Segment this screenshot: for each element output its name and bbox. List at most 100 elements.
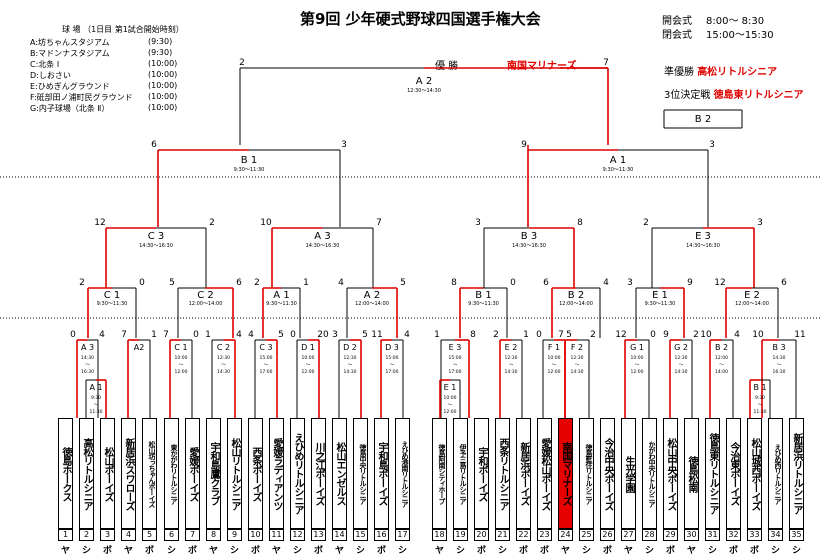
game-code: C 1 (174, 343, 187, 352)
team-category: ボ (665, 546, 675, 556)
score: 4 (99, 330, 105, 340)
team-name: 松山中央ボーイズ (663, 418, 678, 529)
team-name: 今治東ボーイズ (726, 418, 741, 529)
game-time: 12:30 (344, 355, 357, 361)
team-category: ヤ (208, 546, 218, 556)
score: 0 (536, 330, 542, 340)
game-code: A2 (134, 343, 145, 352)
champion-team: 南国マリナーズ (507, 61, 577, 72)
team-name: 松山リトルシニア (227, 418, 242, 529)
venue-item: D:しおさい(10:00) (30, 70, 177, 81)
venue-time: (10:00) (148, 81, 178, 90)
game-time: ～ (509, 363, 514, 368)
game-time: ～ (221, 363, 226, 368)
team-category: ボ (250, 546, 260, 556)
team-number: 11 (269, 529, 284, 541)
team-category: シ (707, 546, 717, 556)
team-category: ボ (187, 546, 197, 556)
score: 3 (709, 140, 715, 150)
team-name: 西条リトルシニア (495, 418, 510, 529)
game-code: A 1 (610, 155, 626, 166)
team-number: 7 (185, 529, 200, 541)
score: 6 (781, 278, 787, 288)
venue-time: (10:00) (148, 92, 178, 101)
game-time: 12:00 (175, 369, 188, 375)
score: 2 (693, 330, 699, 340)
team-category: ボ (518, 546, 528, 556)
team-name: 宇和島鷹クラブ (206, 418, 221, 529)
game-code: C 2 (197, 290, 214, 301)
game-time: 12:30 (571, 355, 584, 361)
game-time: 9:30～11:30 (234, 167, 265, 173)
game-time: 11:30 (90, 409, 103, 415)
team-name: 新居浜リトルシニア (789, 418, 804, 529)
game-code: B 2 (715, 343, 728, 352)
team-name: 生光学園 (621, 418, 636, 529)
score: 0 (139, 278, 145, 288)
team-number: 24 (558, 529, 573, 541)
team-name: 愛媛ボーイズ (185, 418, 200, 529)
game-time: 10:00 (444, 395, 457, 401)
game-time: ～ (758, 403, 763, 408)
game-time: 12:30 (505, 355, 518, 361)
game-code: C 3 (148, 231, 165, 242)
score: 1 (151, 330, 157, 340)
team-number: 4 (121, 529, 136, 541)
venue-name: A:坊ちゃんスタジアム (30, 38, 110, 47)
team-category: ヤ (60, 546, 70, 556)
venue-time: (10:00) (148, 70, 178, 79)
team-category: ヤ (560, 546, 570, 556)
score: 3 (627, 278, 633, 288)
game-time: 12:30～14:30 (407, 88, 441, 94)
team-number: 28 (642, 529, 657, 541)
team-number: 26 (600, 529, 615, 541)
game-time: 9:30～11:30 (266, 301, 297, 307)
game-time: ～ (94, 403, 99, 408)
game-time: 14:30 (675, 369, 688, 375)
game-code: C 1 (104, 290, 121, 301)
game-time: 14:30 (773, 355, 786, 361)
game-code: A 3 (81, 343, 94, 352)
game-code: C 3 (259, 343, 272, 352)
team-name: 松山坊っちゃんボーイズ (142, 418, 157, 529)
score: 11 (371, 330, 382, 340)
game-code: B 1 (753, 383, 766, 392)
team-name: 徳島藍住リトルシニア (579, 418, 594, 529)
team-number: 13 (311, 529, 326, 541)
score: 12 (94, 218, 105, 228)
game-time: 9:30～11:30 (97, 301, 128, 307)
team-category: ボ (539, 546, 549, 556)
score: 0 (510, 278, 516, 288)
score: 2 (493, 330, 499, 340)
team-category: シ (791, 546, 801, 556)
team-name: 南国マリナーズ (558, 418, 573, 529)
game-code: F 1 (548, 343, 560, 352)
score: 0 (290, 330, 296, 340)
team-number: 15 (353, 529, 368, 541)
game-time: ～ (575, 363, 580, 368)
team-number: 1 (58, 529, 73, 541)
score: 3 (757, 218, 763, 228)
venue-item: F:砥部田ノ浦町民グラウンド(10:00) (30, 92, 177, 103)
score: 10 (700, 330, 712, 340)
game-time: 14:00 (715, 369, 728, 375)
team-category: ボ (313, 546, 323, 556)
game-time: 12:30 (675, 355, 688, 361)
game-time: 15:00 (260, 355, 273, 361)
team-category: シ (355, 546, 365, 556)
game-time: 15:00 (386, 355, 399, 361)
venue-name: B:マドンナスタジアム (30, 49, 110, 58)
game-time: 12:00～14:00 (189, 301, 223, 307)
venue-list-header: 球 場 （1日目 第1試合開始時刻） (62, 25, 184, 34)
team-number: 35 (789, 529, 804, 541)
score: 11 (794, 330, 805, 340)
team-category: ボ (476, 546, 486, 556)
venue-time: (9:30) (148, 48, 173, 57)
venue-item: E:ひめぎんグラウンド(10:00) (30, 81, 177, 92)
score: 4 (338, 278, 344, 288)
score: 6 (543, 278, 549, 288)
team-name: かがわ中央リトルシニア (642, 418, 657, 529)
game-code: B 1 (241, 155, 257, 166)
